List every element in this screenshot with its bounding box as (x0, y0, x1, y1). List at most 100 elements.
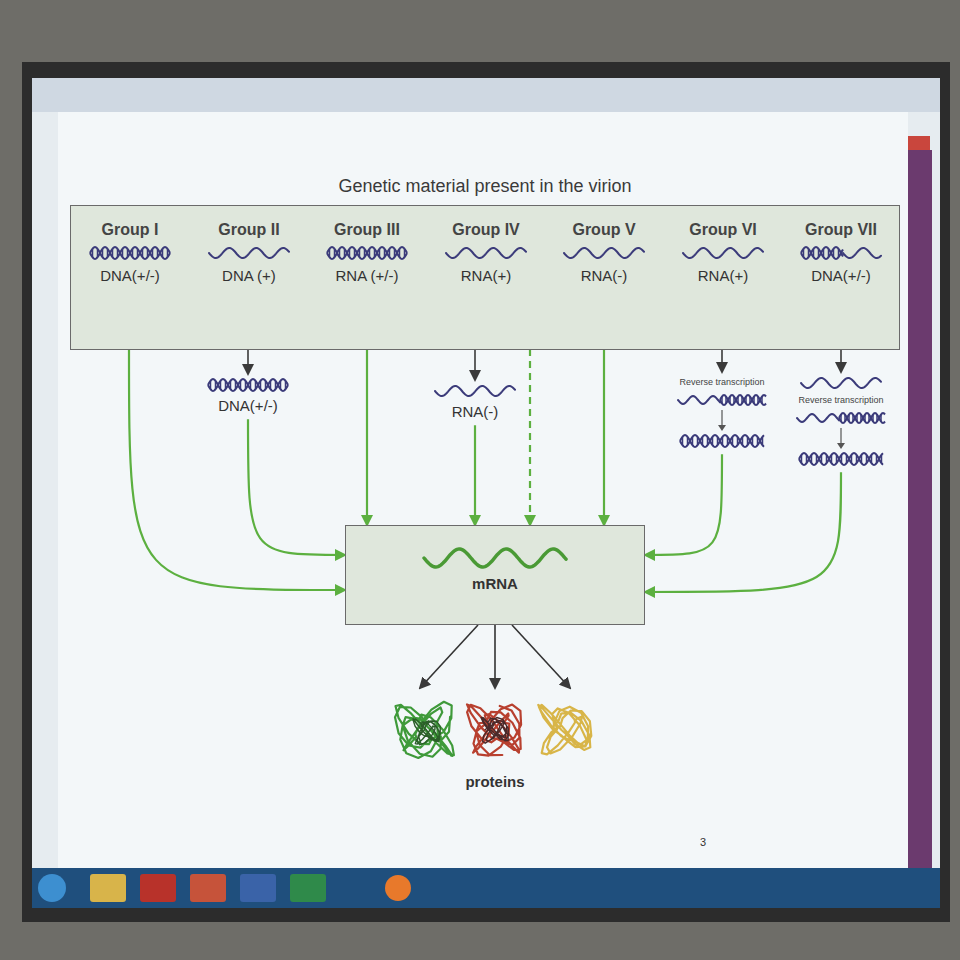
helix-symbol-part (208, 379, 288, 391)
reverse-transcription-step: Reverse transcription (666, 372, 778, 454)
rtstack-symbol (793, 408, 889, 470)
rtstack-symbol-part (871, 455, 873, 463)
blobs-symbol-part (413, 719, 440, 745)
mixed-symbol-part (813, 249, 815, 257)
rtstack-symbol-part (757, 397, 759, 404)
taskbar (32, 868, 940, 908)
rtstack-symbol (674, 390, 770, 452)
flow-arrow (603, 349, 605, 525)
rtstack-symbol-part (721, 410, 722, 426)
rtstack-symbol-part (725, 397, 727, 404)
helix-symbol-part (250, 381, 252, 389)
rtstack-symbol-part (841, 455, 843, 463)
rtstack-symbol-part (712, 437, 714, 445)
helix-symbol (88, 244, 172, 262)
rtstack-symbol-part (866, 455, 868, 463)
flow-arrow (721, 349, 723, 372)
page-number: 3 (700, 836, 706, 849)
rtstack-symbol-part (836, 455, 838, 463)
flow-arrow (129, 349, 345, 590)
mixed-symbol-part (803, 249, 805, 257)
rtstack-symbol-part (806, 455, 808, 463)
rtstack-symbol-part (752, 437, 754, 445)
rtstack-symbol-part (720, 395, 766, 405)
rtstack-symbol-part (876, 415, 878, 422)
group-column: Group VIIDNA(+/-) (785, 206, 897, 349)
flow-arrow (529, 349, 531, 525)
rtstack-symbol-part (821, 455, 823, 463)
helix-symbol-part (285, 381, 287, 389)
helix-symbol-part (245, 381, 247, 389)
protein-products: proteins (375, 688, 615, 795)
wave-symbol-part (446, 248, 526, 258)
rtstack-symbol-part (797, 414, 839, 422)
rtstack-symbol-part (702, 437, 704, 445)
helix-symbol-part (334, 249, 336, 257)
rtstack-symbol-part (860, 415, 862, 422)
helix-symbol-part (92, 249, 94, 257)
genome-type: DNA(+/-) (100, 267, 160, 284)
rtstack-symbol-part (816, 455, 818, 463)
taskbar-icon (190, 874, 226, 902)
helix-symbol-part (327, 247, 407, 259)
helix-symbol-part (369, 249, 371, 257)
wave-symbol (444, 244, 528, 262)
step-label: Reverse transcription (679, 377, 764, 387)
rtstack-symbol-part (707, 437, 709, 445)
rtstack-symbol-part (801, 455, 803, 463)
rtstack-symbol-part (839, 413, 885, 423)
rtstack-symbol-part (872, 415, 874, 422)
start-button (38, 874, 66, 902)
wave-symbol (681, 244, 765, 262)
taskbar-icon (240, 874, 276, 902)
rtstack-symbol-part (852, 415, 854, 422)
helix-symbol-part (354, 249, 356, 257)
helix-symbol-part (122, 249, 124, 257)
mwave-symbol (420, 544, 570, 572)
rtstack-symbol-part (861, 455, 863, 463)
rtstack-symbol-part (697, 437, 699, 445)
flow-arrow (494, 625, 496, 688)
genome-type: DNA(+/-) (811, 267, 871, 284)
rtstack-symbol-part (733, 397, 735, 404)
screen-area (32, 78, 940, 908)
helix-symbol-part (90, 247, 170, 259)
helix-symbol-part (107, 249, 109, 257)
wave-symbol-part (209, 248, 289, 258)
rtstack-symbol-part (721, 397, 723, 404)
rtstack-symbol-part (851, 455, 853, 463)
blobs-symbol-part (395, 702, 454, 758)
flow-arrow (420, 625, 478, 688)
group-column: Group VIRNA(+) (667, 206, 779, 349)
rtstack-symbol-part (680, 435, 764, 447)
wave-symbol (799, 374, 883, 392)
genome-type: RNA (+/-) (336, 267, 399, 284)
helix-symbol-part (137, 249, 139, 257)
rtstack-symbol-part (868, 415, 870, 422)
rtstack-symbol-part (745, 397, 747, 404)
genome-type: RNA(+) (698, 267, 748, 284)
rtstack-symbol-part (799, 453, 883, 465)
helix-symbol-part (132, 249, 134, 257)
helix-symbol-part (127, 249, 129, 257)
taskbar-icon (290, 874, 326, 902)
rtstack-symbol-part (846, 455, 848, 463)
helix-symbol-part (142, 249, 144, 257)
proteins-label: proteins (465, 773, 524, 790)
helix-symbol-part (280, 381, 282, 389)
helix-symbol-part (230, 381, 232, 389)
helix-symbol-part (389, 249, 391, 257)
panel-title: Genetic material present in the virion (71, 176, 899, 197)
group-heading: Group II (218, 221, 279, 239)
rtstack-symbol-part (839, 413, 885, 423)
rtstack-symbol-part (718, 425, 726, 431)
rtstack-symbol-part (799, 453, 883, 465)
helix-symbol (206, 376, 290, 394)
helix-symbol-part (329, 249, 331, 257)
helix-symbol-part (399, 249, 401, 257)
rtstack-symbol-part (840, 428, 841, 444)
helix-symbol-part (394, 249, 396, 257)
mixed-symbol-part (828, 249, 830, 257)
